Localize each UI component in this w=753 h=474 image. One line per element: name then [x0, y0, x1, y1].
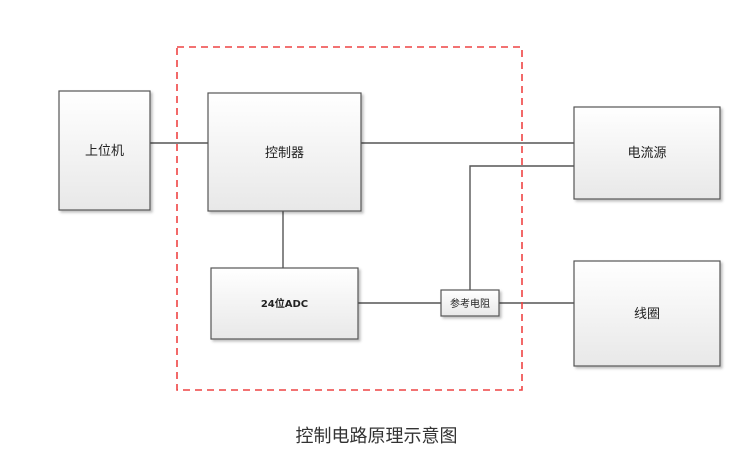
host-label: 上位机 — [85, 144, 124, 159]
controller-boundary — [176, 46, 523, 391]
coil-node: 线圈 — [573, 260, 721, 367]
adc-node: 24位ADC — [210, 267, 359, 340]
controller-label: 控制器 — [265, 146, 304, 161]
adc-box — [210, 267, 359, 340]
controller-box — [207, 92, 362, 212]
reference-resistor-node: 参考电阻 — [440, 289, 500, 317]
current-source-label: 电流源 — [627, 146, 666, 161]
reference-resistor-label: 参考电阻 — [450, 297, 490, 310]
adc-label: 24位ADC — [261, 297, 308, 310]
reference-resistor-box — [440, 289, 500, 317]
current-source-box — [573, 106, 721, 200]
host-box — [58, 90, 151, 211]
wire-resistor-current-source — [469, 165, 574, 290]
controller-node: 控制器 — [207, 92, 362, 212]
coil-box — [573, 260, 721, 367]
host-node: 上位机 — [58, 90, 151, 211]
current-source-node: 电流源 — [573, 106, 721, 200]
coil-label: 线圈 — [634, 307, 660, 322]
diagram-caption: 控制电路原理示意图 — [295, 426, 458, 447]
